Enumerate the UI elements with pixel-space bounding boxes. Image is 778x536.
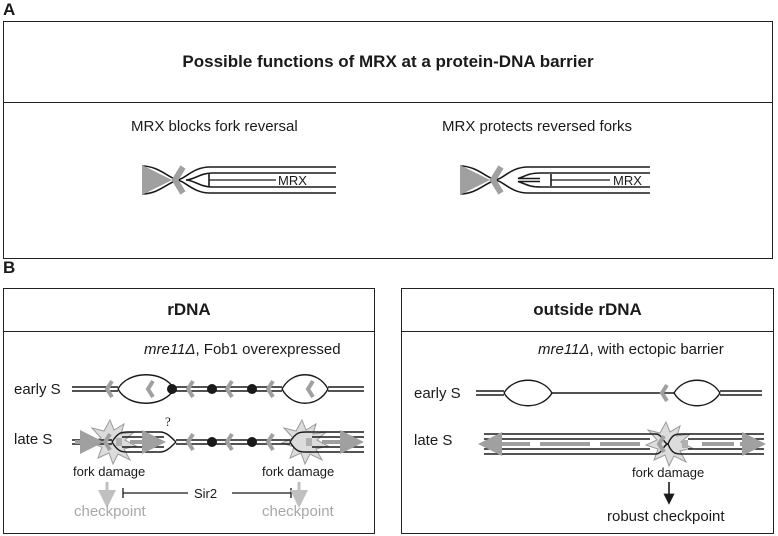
rdna-title: rDNA — [4, 289, 374, 332]
outside-rdna-box: outside rDNA — [401, 288, 774, 534]
rdna-late-burst-right — [280, 418, 330, 466]
mrx-label-left: MRX — [278, 173, 307, 188]
outside-late-s-label: late S — [414, 432, 453, 449]
outside-condition-rest: , with ectopic barrier — [589, 341, 724, 358]
rdna-reversed-arm-right — [306, 438, 312, 446]
outside-early-barrier — [659, 383, 669, 403]
caption-blocks-reversal: MRX blocks fork reversal — [131, 118, 298, 135]
caption-protects-reversed: MRX protects reversed forks — [442, 118, 633, 135]
rdna-box: rDNA — [3, 288, 375, 534]
robust-checkpoint: robust checkpoint — [607, 508, 725, 525]
checkpoint-left: checkpoint — [74, 503, 146, 520]
checkpoint-right: checkpoint — [262, 503, 334, 520]
mre11-gene: mre11Δ — [538, 341, 590, 358]
outside-reversed-arm — [682, 440, 688, 448]
panel-b-letter: B — [3, 258, 16, 277]
rdna-early-dna — [72, 374, 364, 404]
mre11-gene: mre11Δ — [144, 341, 196, 358]
sir2-label: Sir2 — [194, 486, 218, 501]
outside-late-burst — [644, 420, 694, 468]
panel-a-title: Possible functions of MRX at a protein-D… — [4, 22, 772, 103]
barrier-chevron — [171, 165, 186, 195]
panel-a-letter: A — [3, 0, 16, 19]
rdna-late-burst-left — [88, 418, 138, 466]
rdna-condition-rest: , Fob1 overexpressed — [195, 341, 341, 358]
outside-late-barrier — [656, 434, 666, 454]
outside-condition: mre11Δ, with ectopic barrier — [538, 341, 724, 358]
rdna-early-sites — [167, 384, 257, 394]
fork-damage-left: fork damage — [73, 464, 146, 479]
outside-fork-damage: fork damage — [632, 465, 705, 480]
panel-a-box: Possible functions of MRX at a protein-D… — [3, 21, 773, 259]
rdna-late-sites — [207, 437, 257, 447]
barrier-chevron — [489, 165, 504, 195]
mrx-label-right: MRX — [613, 173, 642, 188]
outside-rdna-title: outside rDNA — [402, 289, 773, 332]
rdna-early-s-label: early S — [14, 381, 61, 398]
rdna-condition: mre11Δ, Fob1 overexpressed — [144, 341, 341, 358]
rdna-early-barriers — [104, 379, 315, 399]
outside-early-dna — [476, 379, 762, 407]
fork-damage-right: fork damage — [262, 464, 335, 479]
rdna-reversed-arm-left — [116, 438, 122, 446]
rdna-late-barriers — [102, 432, 275, 452]
outside-early-s-label: early S — [414, 385, 461, 402]
rdna-late-s-label: late S — [14, 431, 53, 448]
question-mark: ? — [165, 414, 171, 429]
